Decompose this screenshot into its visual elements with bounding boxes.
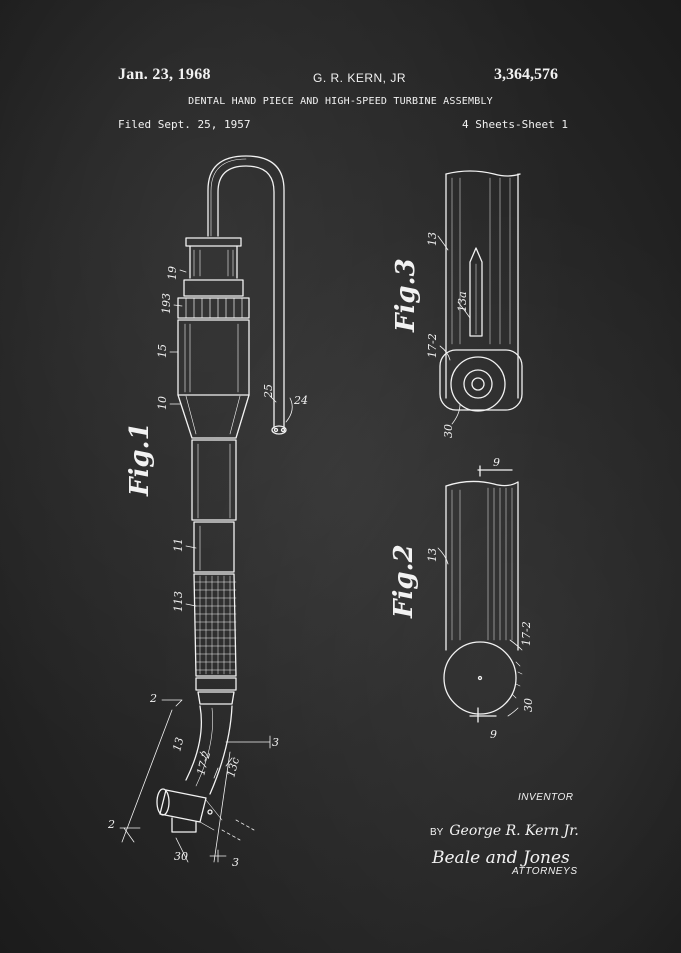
- fig1-ref-193: 193: [160, 293, 173, 314]
- patent-title: DENTAL HAND PIECE AND HIGH-SPEED TURBINE…: [188, 96, 493, 107]
- inventor-signature-line: BY George R. Kern Jr.: [430, 823, 579, 839]
- fig1-ref-24: 24: [293, 394, 308, 407]
- attorneys-label: ATTORNEYS: [512, 866, 578, 877]
- fig3-ref-13a: 13a: [456, 291, 469, 312]
- fig1-ref-15: 15: [156, 344, 169, 358]
- fig1-ref-10: 10: [156, 396, 169, 410]
- fig1-ref-3-top: 3: [272, 736, 279, 749]
- fig1-ref-2-top: 2: [149, 692, 157, 705]
- filed-date: Filed Sept. 25, 1957: [118, 118, 251, 131]
- fig3-ref-13: 13: [426, 232, 439, 246]
- by-label: BY: [430, 827, 444, 838]
- sheet-count: 4 Sheets-Sheet 1: [462, 118, 568, 131]
- fig2-ref-30: 30: [522, 698, 535, 712]
- fig1-ref-17-2: 17-2: [194, 750, 213, 777]
- fig3-drawing: [437, 170, 523, 425]
- fig1-label: Fig.1: [125, 422, 155, 497]
- fig1-ref-11: 11: [172, 538, 185, 552]
- fig2-ref-13: 13: [426, 548, 439, 562]
- attorneys-signature: Beale and Jones: [432, 848, 570, 868]
- fig1-ref-30: 30: [174, 850, 188, 863]
- patent-number: 3,364,576: [494, 66, 558, 83]
- fig3-label: Fig.3: [391, 258, 421, 333]
- inventor-name: G. R. KERN, JR: [313, 71, 407, 85]
- fig2-drawing: [437, 465, 523, 723]
- fig1-ref-113: 113: [172, 591, 185, 612]
- inventor-signature: George R. Kern Jr.: [449, 823, 579, 839]
- fig1-ref-13: 13: [170, 736, 186, 753]
- inventor-label: INVENTOR: [518, 792, 574, 803]
- fig1-ref-3-bottom: 3: [232, 856, 239, 869]
- fig2-ref-17-2: 17-2: [520, 621, 533, 646]
- fig3-ref-17-2: 17-2: [426, 333, 439, 358]
- fig1-ref-19: 19: [166, 266, 179, 280]
- patent-date: Jan. 23, 1968: [118, 66, 211, 83]
- fig2-ref-9-top: 9: [493, 456, 500, 469]
- fig1-handpiece-drawing: [119, 155, 293, 863]
- fig3-ref-30: 30: [442, 424, 455, 438]
- fig1-ref-25: 25: [262, 384, 275, 399]
- fig2-ref-9-bottom: 9: [490, 728, 497, 741]
- fig2-label: Fig.2: [389, 544, 419, 619]
- fig1-ref-13c: 13c: [224, 756, 242, 779]
- fig1-ref-2-bottom: 2: [107, 818, 115, 831]
